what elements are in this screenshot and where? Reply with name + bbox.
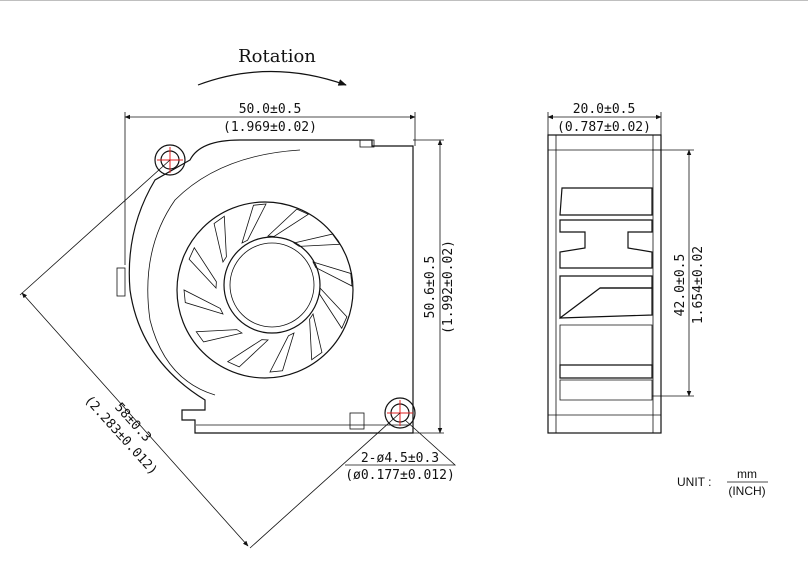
front-height-mm: 50.6±0.5	[423, 256, 438, 319]
impeller-blade	[226, 339, 269, 368]
front-view	[116, 139, 416, 434]
front-dimensions: 50.0±0.5 (1.969±0.02) 50.6±0.5 (1.992±0.…	[19, 102, 457, 549]
mount-hole-bottom	[384, 397, 416, 429]
impeller-blade	[183, 289, 224, 315]
side-depth-inch: (0.787±0.02)	[557, 120, 651, 135]
side-height-mm: 42.0±0.5	[673, 254, 688, 317]
impeller-blade	[309, 313, 323, 361]
unit-denominator: (INCH)	[728, 484, 765, 498]
impeller-blade	[267, 208, 310, 237]
impeller-blade	[319, 287, 348, 330]
side-dimensions: 20.0±0.5 (0.787±0.02) 42.0±0.5 1.654±0.0…	[547, 102, 706, 397]
hub	[223, 236, 321, 334]
front-width-mm: 50.0±0.5	[239, 102, 302, 117]
unit-numerator: mm	[737, 467, 757, 481]
rotation-label: Rotation	[238, 46, 316, 67]
impeller-blade	[195, 329, 243, 343]
mount-hole-top	[154, 144, 186, 176]
impeller-blade	[269, 332, 295, 373]
impeller	[176, 201, 354, 379]
top-border	[0, 0, 808, 1]
impeller-blade	[293, 233, 341, 247]
unit-label: UNIT :	[677, 475, 711, 489]
unit-legend: UNIT : mm (INCH)	[677, 467, 768, 498]
side-height-inch: 1.654±0.02	[691, 246, 706, 324]
impeller-blade	[312, 261, 353, 287]
front-height-inch: (1.992±0.02)	[441, 240, 456, 334]
hole-size-inch: (ø0.177±0.012)	[345, 468, 455, 483]
hole-size-mm: 2-ø4.5±0.3	[361, 451, 439, 466]
front-width-inch: (1.969±0.02)	[223, 120, 317, 135]
side-view	[547, 134, 662, 434]
side-depth-mm: 20.0±0.5	[573, 102, 636, 117]
impeller-blade	[241, 203, 267, 244]
impeller-blade	[213, 215, 227, 263]
rotation-arrow	[197, 70, 347, 86]
impeller-blade	[188, 246, 217, 289]
